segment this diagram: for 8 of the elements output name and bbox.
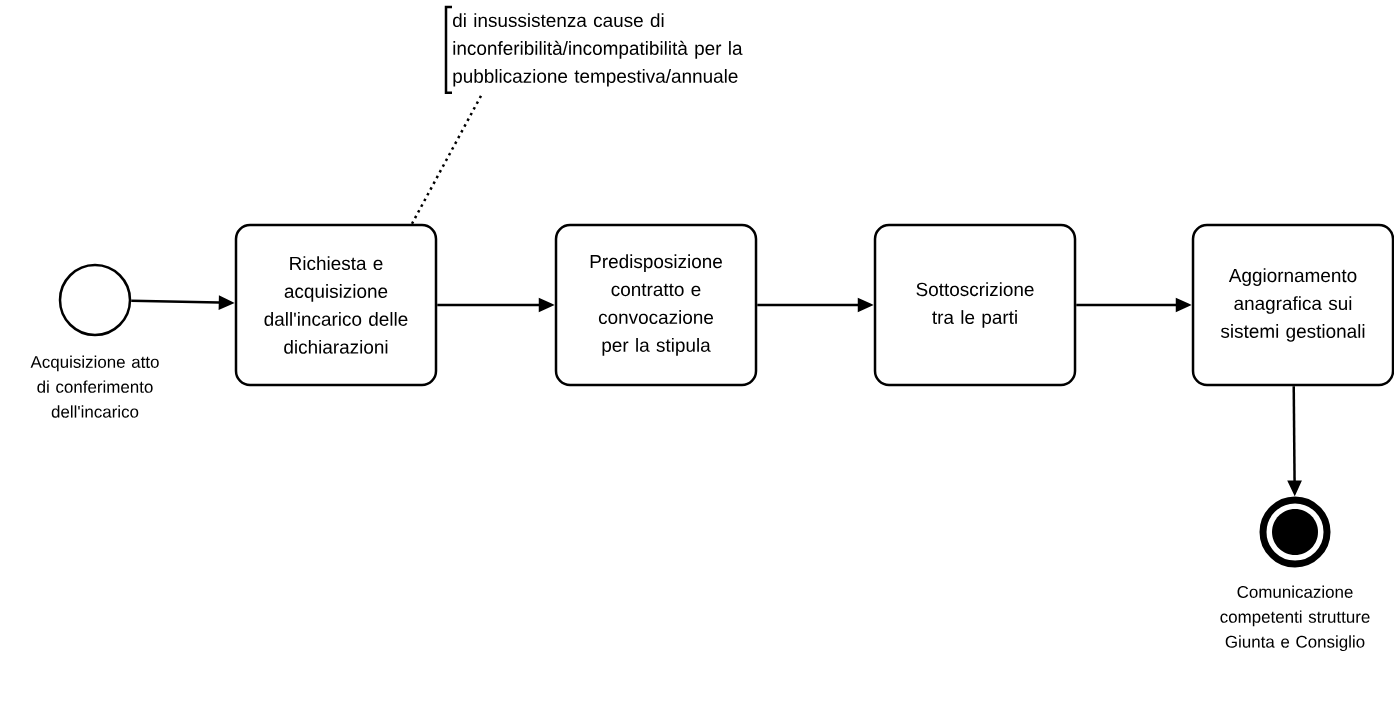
association-line [410, 95, 483, 225]
event-label: Acquisizione atto di conferimento dell'incarico [30, 355, 159, 418]
text-annotation: di insussistenza cause di inconferibilità/incompatibilità per la pubblicazione tempestiva/annuale [444, 5, 743, 95]
event-label: Comunicazione competenti strutture Giunta e Consiglio [1220, 585, 1370, 652]
task-box: Predisposizione contratto e convocazione per la stipula [554, 223, 758, 387]
task-box: Sottoscrizione tra le parti [873, 223, 1077, 387]
task-box: Richiesta e acquisizione dall'incarico delle dichiarazioni [234, 223, 438, 387]
task-box: Aggiornamento anagrafica sui sistemi gestionali [1191, 223, 1394, 387]
